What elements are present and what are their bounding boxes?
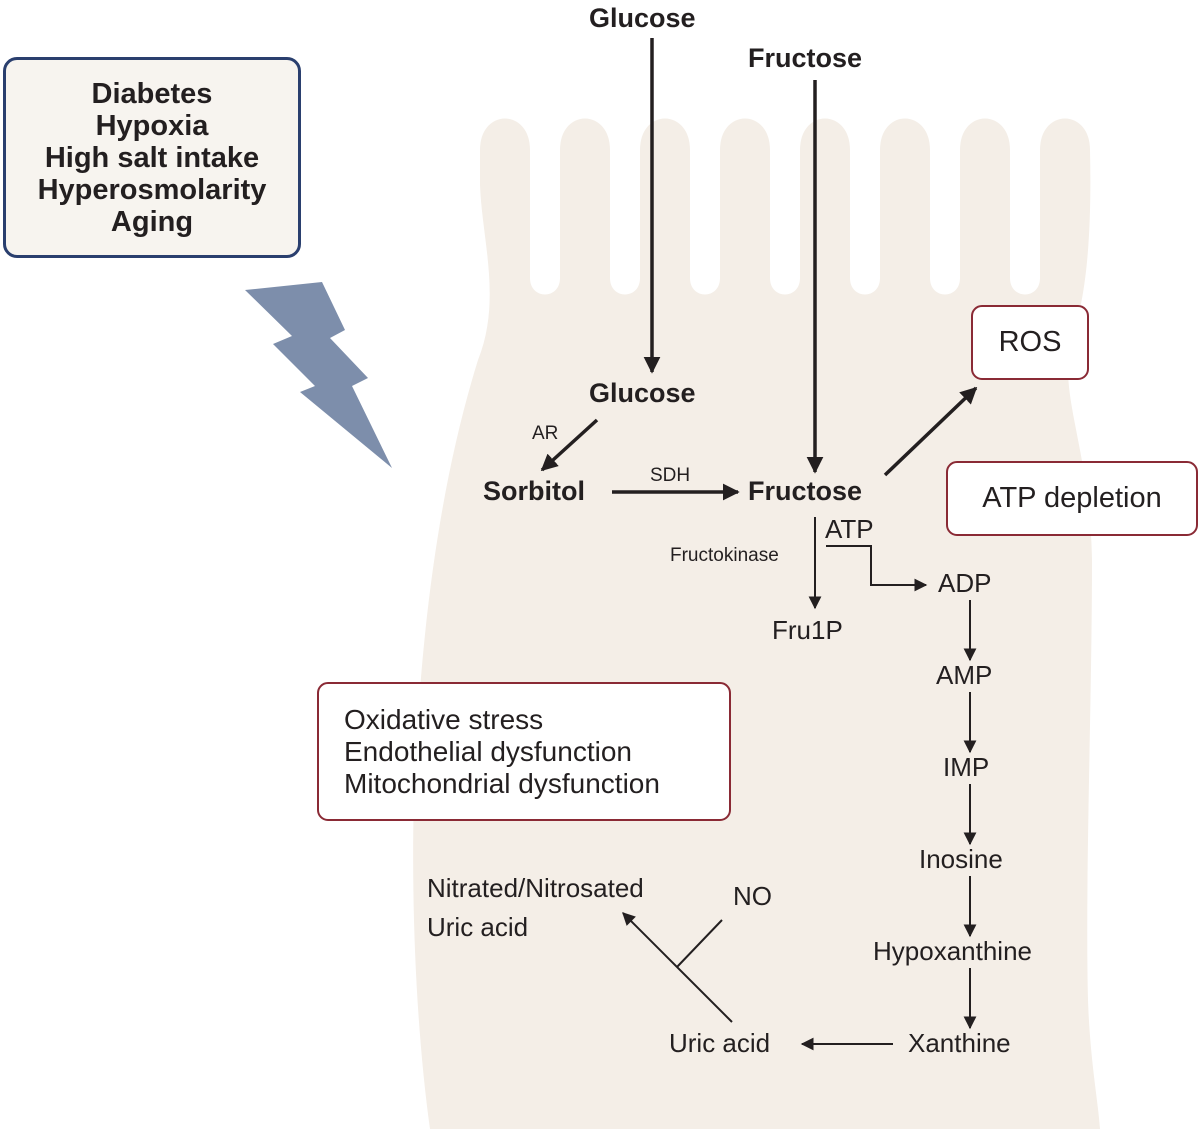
external-glucose-label: Glucose [589,3,696,33]
ros-label: ROS [998,326,1062,358]
sorbitol-dehydrogenase-label: SDH [650,465,691,486]
tubular-cell-shape [413,118,1100,1129]
no-input-line [676,919,723,968]
atp-label: ATP [825,514,874,544]
fructokinase-label: Fructokinase [670,545,779,566]
risk-factor-hypoxia: Hypoxia [95,109,209,142]
ros-box: ROS [971,305,1089,380]
hypoxanthine-label: Hypoxanthine [873,936,1032,966]
uric-acid-label: Uric acid [669,1028,771,1058]
risk-factor-aging: Aging [110,205,194,238]
consequences-box: Oxidative stress Endothelial dysfunction… [317,682,731,821]
atp-depletion-label: ATP depletion [982,482,1162,514]
effect-mitochondrial-dysfunction: Mitochondrial dysfunction [344,767,660,799]
sorbitol-label: Sorbitol [483,476,585,506]
adp-label: ADP [938,568,992,598]
aldose-reductase-arrow [540,418,599,472]
uric-acid-nitration-arrow [622,912,733,1023]
intracellular-glucose-label: Glucose [589,378,696,408]
nitric-oxide-label: NO [733,881,772,911]
amp-label: AMP [936,660,993,690]
xanthine-label: Xanthine [908,1028,1011,1058]
aldose-reductase-label: AR [532,423,559,444]
risk-factor-diabetes: Diabetes [91,77,213,110]
lightning-bolt-icon [245,282,392,468]
imp-label: IMP [943,752,990,782]
risk-factor-hyperosmolarity: Hyperosmolarity [37,173,267,206]
ros-arrow [883,386,978,477]
nitrated-uric-acid-line1: Nitrated/Nitrosated [427,873,644,903]
external-fructose-label: Fructose [748,43,863,73]
atp-to-adp-arrow [826,545,928,592]
risk-factor-high-salt: High salt intake [44,141,260,174]
inosine-label: Inosine [919,844,1003,874]
atp-depletion-box: ATP depletion [946,461,1198,536]
fru1p-label: Fru1P [772,615,843,645]
risk-factors-box: Diabetes Hypoxia High salt intake Hypero… [3,57,301,258]
effect-endothelial-dysfunction: Endothelial dysfunction [344,735,632,767]
intracellular-fructose-label: Fructose [748,476,863,506]
nitrated-uric-acid-line2: Uric acid [427,912,529,942]
effect-oxidative-stress: Oxidative stress [344,703,544,735]
